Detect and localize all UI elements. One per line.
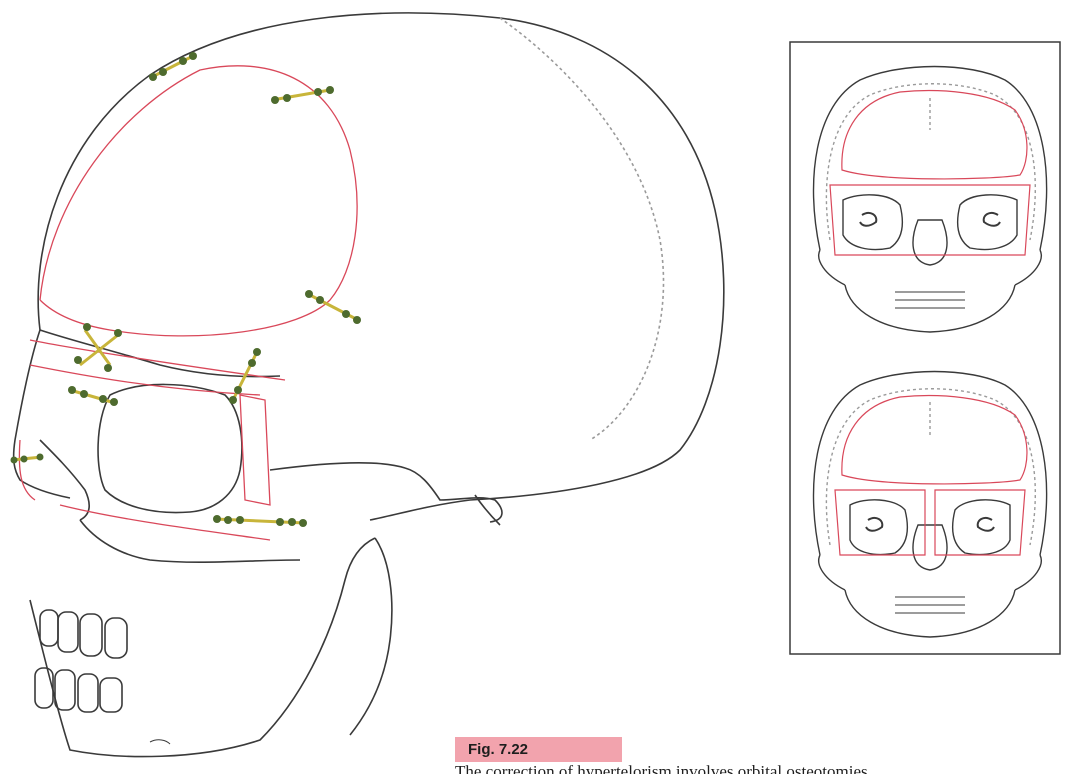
orbital-bar-lower bbox=[30, 365, 260, 395]
mandible-ramus bbox=[350, 538, 392, 735]
mental-foramen bbox=[150, 740, 170, 744]
lateral-orbital-cut bbox=[240, 395, 270, 505]
maxilla bbox=[80, 520, 300, 562]
plate-7 bbox=[11, 454, 44, 464]
skull-lateral-view bbox=[14, 13, 724, 757]
figure-label: Fig. 7.22 bbox=[455, 737, 622, 762]
nasal-bone bbox=[14, 330, 70, 498]
upper-teeth bbox=[40, 610, 127, 658]
osteotomy-lines-lateral bbox=[19, 66, 357, 540]
brow-ridge bbox=[40, 330, 280, 377]
inset-frame bbox=[790, 42, 1060, 654]
fixation-plates bbox=[11, 52, 362, 527]
zygomatic-arch bbox=[270, 463, 502, 522]
orbit-rim bbox=[98, 384, 242, 512]
plate-8 bbox=[213, 515, 307, 527]
cranium-outline bbox=[38, 13, 724, 520]
plate-5 bbox=[68, 386, 118, 406]
plate-1 bbox=[149, 52, 197, 81]
lower-teeth bbox=[35, 668, 122, 712]
occipital-contour bbox=[500, 18, 664, 440]
nasal-cut bbox=[19, 440, 35, 500]
mandible bbox=[30, 538, 375, 757]
nasal-aperture bbox=[40, 440, 89, 520]
figure-caption: The correction of hypertelorism involves… bbox=[455, 761, 1067, 774]
inset-panel bbox=[790, 42, 1060, 654]
